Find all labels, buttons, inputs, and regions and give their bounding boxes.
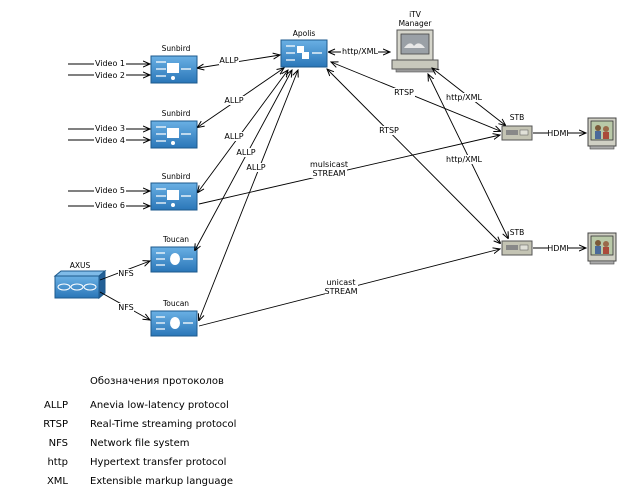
stb-label-1: STB	[510, 113, 525, 122]
edge-toucan2-apolis	[199, 70, 298, 320]
edge-multicast-stb1	[198, 135, 500, 205]
sunbird-label-2: Sunbird	[162, 109, 191, 118]
tv-icon-2	[587, 232, 617, 265]
edge-label-rtsp-2: RTSP	[379, 126, 399, 135]
legend-desc-rtsp: Real-Time streaming protocol	[90, 419, 236, 430]
sunbird-device-3	[150, 182, 198, 211]
edge-label-allp-5: ALLP	[246, 163, 265, 172]
legend-desc-http: Hypertext transfer protocol	[90, 457, 226, 468]
stb-device-2	[501, 240, 533, 256]
protocol-legend: Обозначения протоколов ALLP Anevia low-l…	[43, 376, 236, 487]
apolis-label: Apolis	[293, 29, 316, 38]
axus-label: AXUS	[70, 261, 91, 270]
legend-abbr-rtsp: RTSP	[43, 419, 68, 430]
itv-manager-label-line1: iTV	[409, 10, 422, 19]
edge-label-allp-3: ALLP	[224, 132, 243, 141]
edge-label-hdmi-2: HDMI	[547, 244, 568, 253]
legend-desc-xml: Extensible markup language	[90, 476, 233, 487]
edge-label-nfs-1: NFS	[118, 269, 134, 278]
edge-label-http-xml-apolis: http/XML	[342, 47, 379, 56]
edge-label-http-xml-stb2: http/XML	[446, 155, 483, 164]
legend-abbr-nfs: NFS	[49, 438, 68, 449]
edge-label-nfs-2: NFS	[118, 303, 134, 312]
edge-sunbird3-apolis	[198, 70, 288, 192]
edge-label-allp-2: ALLP	[224, 96, 243, 105]
edge-label-hdmi-1: HDMI	[547, 129, 568, 138]
video5-label: Video 5	[95, 186, 125, 195]
legend-desc-allp: Anevia low-latency protocol	[90, 400, 229, 411]
stb-device-1	[501, 125, 533, 141]
itv-manager-computer	[391, 29, 439, 73]
legend-abbr-allp: ALLP	[44, 400, 68, 411]
sunbird-device-1	[150, 55, 198, 84]
tv-icon-1	[587, 117, 617, 150]
video3-label: Video 3	[95, 124, 125, 133]
video2-label: Video 2	[95, 71, 125, 80]
toucan-device-2	[150, 310, 198, 337]
edge-label-allp-4: ALLP	[236, 148, 255, 157]
stb-label-2: STB	[510, 228, 525, 237]
sunbird-label-3: Sunbird	[162, 172, 191, 181]
sunbird-label-1: Sunbird	[162, 44, 191, 53]
edge-label-allp-1: ALLP	[219, 56, 238, 65]
edge-label-rtsp-1: RTSP	[394, 88, 414, 97]
legend-abbr-xml: XML	[47, 476, 68, 487]
toucan-label-2: Toucan	[162, 299, 189, 308]
edge-label-unicast-line2: STREAM	[325, 287, 358, 296]
video4-label: Video 4	[95, 136, 125, 145]
toucan-label-1: Toucan	[162, 235, 189, 244]
toucan-device-1	[150, 246, 198, 273]
sunbird-device-2	[150, 120, 198, 149]
legend-desc-nfs: Network file system	[90, 438, 190, 449]
itv-manager-label-line2: Manager	[399, 19, 433, 28]
legend-abbr-http: http	[47, 457, 68, 468]
axus-storage	[53, 269, 107, 300]
video1-label: Video 1	[95, 59, 125, 68]
edge-label-http-xml-stb1: http/XML	[446, 93, 483, 102]
legend-title: Обозначения протоколов	[90, 376, 224, 387]
edge-label-multicast-line2: STREAM	[313, 169, 346, 178]
edge-label-unicast-line1: unicast	[327, 278, 356, 287]
edge-label-multicast-line1: mulsicast	[310, 160, 348, 169]
video6-label: Video 6	[95, 201, 125, 210]
apolis-server	[280, 39, 328, 68]
